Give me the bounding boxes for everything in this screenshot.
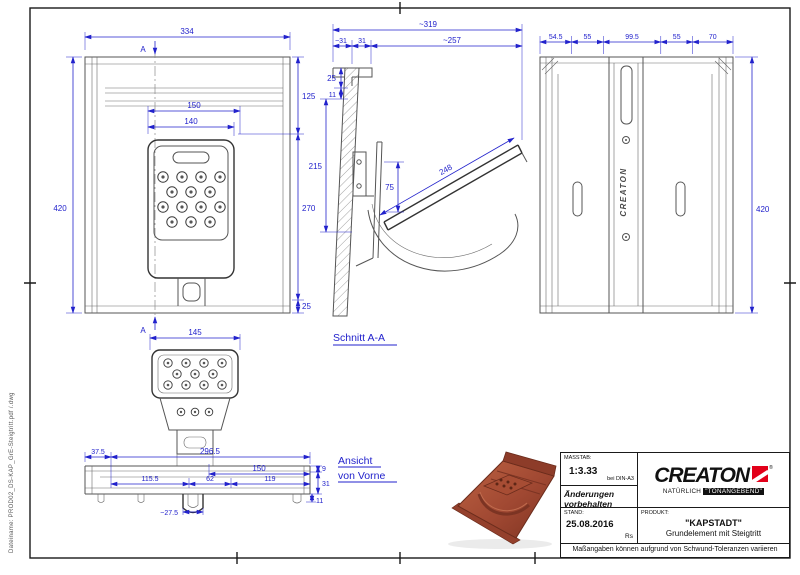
dim-319: ~319 [419, 20, 438, 29]
plan-dimensions: 334 A A 150 140 420 125 270 25 [53, 27, 316, 335]
dim-31b: 31 [358, 38, 366, 45]
dim-75: 75 [385, 183, 394, 192]
dim-248: 248 [438, 162, 455, 177]
plan-linework [84, 48, 291, 316]
scale-cell: MASSTAB: 1:3.33 bei DIN-A3 [561, 453, 638, 486]
dim-55b: 55 [673, 34, 681, 41]
dim-119: 119 [264, 476, 275, 483]
front-view-title-line1: Ansicht [338, 455, 373, 467]
section-label-a-bottom: A [140, 326, 146, 335]
back-dimensions: 54.5 55 99.5 55 70 420 [539, 34, 770, 314]
dim-9: 9 [322, 466, 326, 473]
changes-cell: Änderungen vorbehalten [561, 486, 638, 510]
title-block: MASSTAB: 1:3.33 bei DIN-A3 CREATON ® NAT… [560, 452, 790, 558]
creaton-tagline: NATÜRLICH "TONANGEBEND" [662, 488, 765, 495]
sheet-frame [24, 2, 796, 564]
dim-11-section: 11 [329, 92, 336, 99]
dim-37-5: 37.5 [91, 449, 105, 456]
dim-334: 334 [180, 27, 194, 36]
front-dimensions: 145 37.5 296.5 150 115.5 62 119 ~27.5 9 … [84, 328, 397, 517]
back-view: CREATON 54.5 55 99.5 55 70 420 [539, 34, 770, 314]
dim-31: 31 [322, 481, 330, 488]
dim-270: 270 [302, 204, 316, 213]
scale-value: 1:3.33 [569, 466, 598, 477]
section-label-a-top: A [140, 45, 146, 54]
creaton-embossed-text: CREATON [619, 167, 628, 216]
dim-31a: ~31 [335, 38, 347, 45]
dim-145: 145 [188, 328, 202, 337]
creaton-logo-mark [752, 466, 769, 482]
dim-25-plan: 25 [302, 302, 311, 311]
dim-25-section: 25 [327, 74, 336, 83]
filename-note: Dateiname: PROD02_DS-KAP_GrE-Steigtritt.… [9, 392, 15, 553]
date-cell: STAND: 25.08.2016 Rs [561, 508, 638, 544]
dim-420-plan: 420 [53, 204, 67, 213]
dim-115-5: 115.5 [142, 476, 159, 483]
scale-label: MASSTAB: [564, 455, 592, 461]
creaton-logo: CREATON ® NATÜRLICH "TONANGEBEND" [638, 453, 789, 508]
dim-215: 215 [309, 162, 323, 171]
dim-99-5: 99.5 [625, 34, 639, 41]
product-cell: PRODUKT: "KAPSTADT" Grundelement mit Ste… [638, 508, 789, 544]
dim-257: ~257 [443, 36, 462, 45]
dim-150-front: 150 [252, 464, 266, 473]
dim-54-5: 54.5 [549, 34, 563, 41]
dim-296-5: 296.5 [200, 447, 221, 456]
front-linework [84, 349, 311, 514]
section-title: Schnitt A-A [333, 332, 385, 344]
dim-70: 70 [709, 34, 717, 41]
dim-420-back: 420 [756, 205, 770, 214]
tagline-inverse: "TONANGEBEND" [703, 488, 765, 495]
front-view: 145 37.5 296.5 150 115.5 62 119 ~27.5 9 … [84, 328, 397, 517]
dim-62: 62 [206, 476, 214, 483]
dim-140: 140 [184, 117, 198, 126]
din-note: bei DIN-A3 [607, 476, 634, 482]
author-initials: Rs [625, 533, 633, 540]
registered-symbol: ® [769, 465, 773, 471]
changes-line2: vorbehalten [564, 499, 613, 510]
front-view-title-line2: von Vorne [338, 470, 385, 482]
dim-125: 125 [302, 92, 316, 101]
creaton-wordmark: CREATON [654, 464, 750, 487]
product-description: Grundelement mit Steigtritt [665, 529, 762, 538]
dim-55a: 55 [584, 34, 592, 41]
dim-27-5: ~27.5 [160, 510, 178, 517]
date-value: 25.08.2016 [566, 519, 614, 530]
dim-11-front: 11 [316, 498, 323, 505]
dim-150-plan: 150 [187, 101, 201, 110]
date-label: STAND: [564, 510, 584, 516]
product-name: "KAPSTADT" [685, 518, 742, 528]
changes-line1: Änderungen [564, 489, 615, 499]
tolerance-note: Maßangaben können aufgrund von Schwund-T… [572, 546, 778, 553]
section-dimensions: ~319 ~31 31 ~257 25 11 215 75 248 Schnit… [309, 20, 523, 346]
section-linework [332, 67, 528, 317]
plan-view: 334 A A 150 140 420 125 270 25 [53, 27, 316, 335]
section-view: ~319 ~31 31 ~257 25 11 215 75 248 Schnit… [309, 20, 528, 346]
back-linework: CREATON [539, 56, 734, 314]
tagline-plain: NATÜRLICH [662, 488, 704, 495]
product-label: PRODUKT: [641, 510, 669, 516]
product-render-3d [448, 451, 557, 549]
